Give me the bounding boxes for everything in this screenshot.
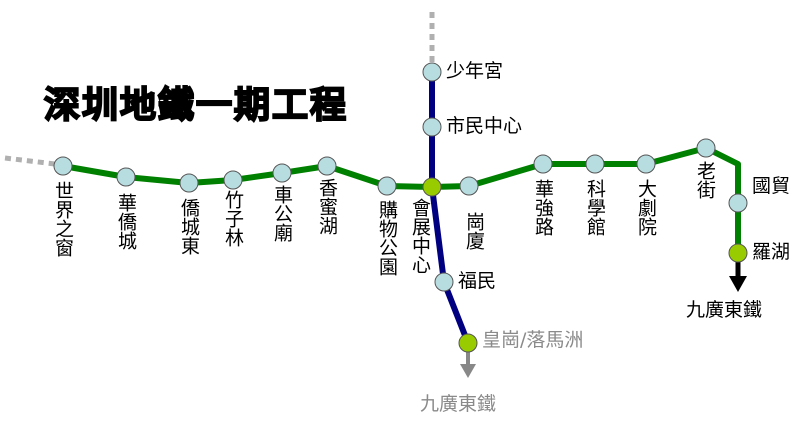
station-label: 科學館 (584, 179, 606, 236)
station-label: 福民 (458, 270, 497, 292)
station-label: 會展中心 (409, 198, 431, 274)
line-1-route (62, 145, 741, 253)
station-marker (728, 243, 748, 263)
station-marker (422, 177, 442, 197)
station-marker (728, 193, 748, 213)
station-marker (459, 176, 479, 196)
station-label: 少年宮 (446, 60, 504, 82)
station-marker (696, 138, 716, 158)
kcr-connection-label: 九廣東鐵 (420, 393, 497, 415)
station-label: 大劇院 (635, 179, 657, 236)
station-label: 皇崗/落馬洲 (482, 329, 584, 351)
station-label: 市民中心 (446, 115, 523, 137)
station-label: 竹子林 (222, 190, 244, 247)
station-marker (317, 156, 337, 176)
station-label: 國貿 (752, 175, 791, 197)
station-label: 世界之窗 (52, 181, 74, 257)
station-marker (223, 170, 243, 190)
station-label: 香蜜湖 (316, 178, 338, 235)
future-extension-west (4, 155, 56, 167)
arrow-down-icon (460, 364, 476, 378)
station-marker (585, 154, 605, 174)
station-label: 崗廈 (463, 212, 485, 250)
station-marker (179, 173, 199, 193)
station-label: 羅湖 (752, 241, 791, 263)
station-label: 華強路 (532, 179, 554, 236)
station-label: 華僑城 (115, 193, 137, 250)
station-marker (422, 62, 442, 82)
station-marker (377, 176, 397, 196)
station-marker (636, 154, 656, 174)
station-marker (434, 272, 454, 292)
station-marker (272, 163, 292, 183)
arrow-down-icon (729, 276, 747, 292)
station-label: 車公廟 (271, 185, 293, 242)
station-marker (53, 156, 73, 176)
station-label: 購物公園 (376, 200, 398, 276)
map-title: 深圳地鐵一期工程 (43, 84, 349, 127)
station-label: 僑城東 (178, 198, 200, 255)
line-4-route (429, 72, 471, 345)
station-marker (422, 117, 442, 137)
station-label: 老街 (694, 161, 716, 199)
station-marker (116, 167, 136, 187)
kcr-connection-label: 九廣東鐵 (686, 299, 763, 321)
station-marker (458, 333, 478, 353)
station-marker (533, 154, 553, 174)
